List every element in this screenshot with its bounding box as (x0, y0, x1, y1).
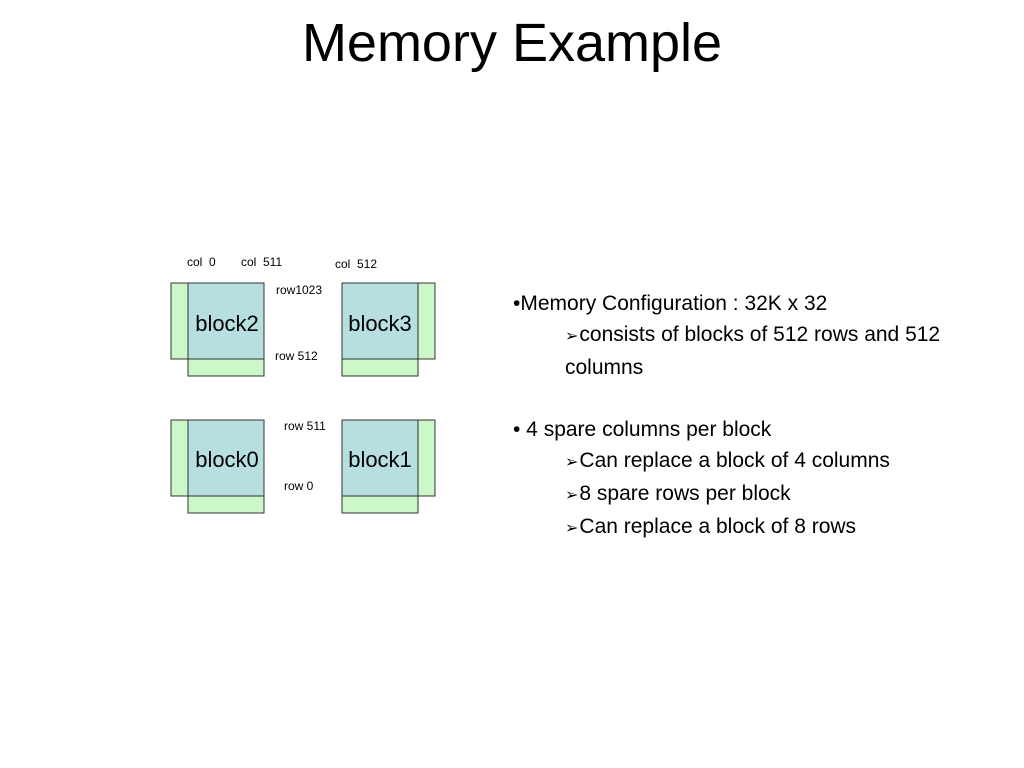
block1-array (341, 419, 419, 497)
row-512-label: row 512 (275, 349, 318, 363)
bullet-list: •Memory Configuration : 32K x 32 ➢consis… (513, 288, 953, 544)
row-1023-label: row1023 (276, 283, 322, 297)
arrow-bullet-icon: ➢ (565, 487, 579, 504)
row-511-label: row 511 (284, 419, 326, 433)
block2-label: block2 (195, 311, 259, 336)
arrow-bullet-icon: ➢ (565, 520, 579, 537)
col-0-label: col 0 (187, 255, 216, 269)
block3-array (341, 282, 419, 360)
block3-label: block3 (348, 311, 412, 336)
block3-spare-columns (417, 282, 436, 360)
sub-bullet-replace-rows: ➢Can replace a block of 8 rows (565, 511, 953, 544)
block1-spare-rows (341, 495, 419, 514)
block0-spare-columns (170, 419, 189, 497)
col-512-label: col 512 (335, 257, 377, 271)
block2-spare-rows (187, 358, 265, 377)
sub-bullet-replace-columns: ➢Can replace a block of 4 columns (565, 445, 953, 478)
block0-spare-rows (187, 495, 265, 514)
sub-bullet-blocks: ➢consists of blocks of 512 rows and 512 … (565, 319, 953, 383)
sub-bullet-blocks-text: consists of blocks of 512 rows and 512 c… (565, 323, 941, 379)
arrow-bullet-icon: ➢ (565, 454, 579, 471)
block2-array (187, 282, 265, 360)
block2-group: block2 (170, 282, 265, 377)
slide-title: Memory Example (301, 13, 723, 73)
sub-bullet-spare-rows-text: 8 spare rows per block (579, 482, 791, 505)
block0-array (187, 419, 265, 497)
row-0-label: row 0 (284, 479, 314, 493)
bullet-spacer (513, 383, 953, 414)
bullet-memory-configuration: •Memory Configuration : 32K x 32 (513, 292, 828, 315)
col-511-label: col 511 (241, 255, 282, 269)
block1-spare-columns (417, 419, 436, 497)
block2-spare-columns (170, 282, 189, 360)
block0-label: block0 (195, 447, 259, 472)
block3-group: block3 (341, 282, 436, 377)
sub-bullet-replace-columns-text: Can replace a block of 4 columns (579, 449, 890, 472)
block1-label: block1 (348, 447, 412, 472)
sub-bullet-replace-rows-text: Can replace a block of 8 rows (579, 515, 857, 538)
arrow-bullet-icon: ➢ (565, 328, 579, 345)
bullet-spare-columns: • 4 spare columns per block (513, 418, 772, 441)
block1-group: block1 (341, 419, 436, 514)
block0-group: block0 (170, 419, 265, 514)
block3-spare-rows (341, 358, 419, 377)
sub-bullet-spare-rows: ➢8 spare rows per block (565, 478, 953, 511)
